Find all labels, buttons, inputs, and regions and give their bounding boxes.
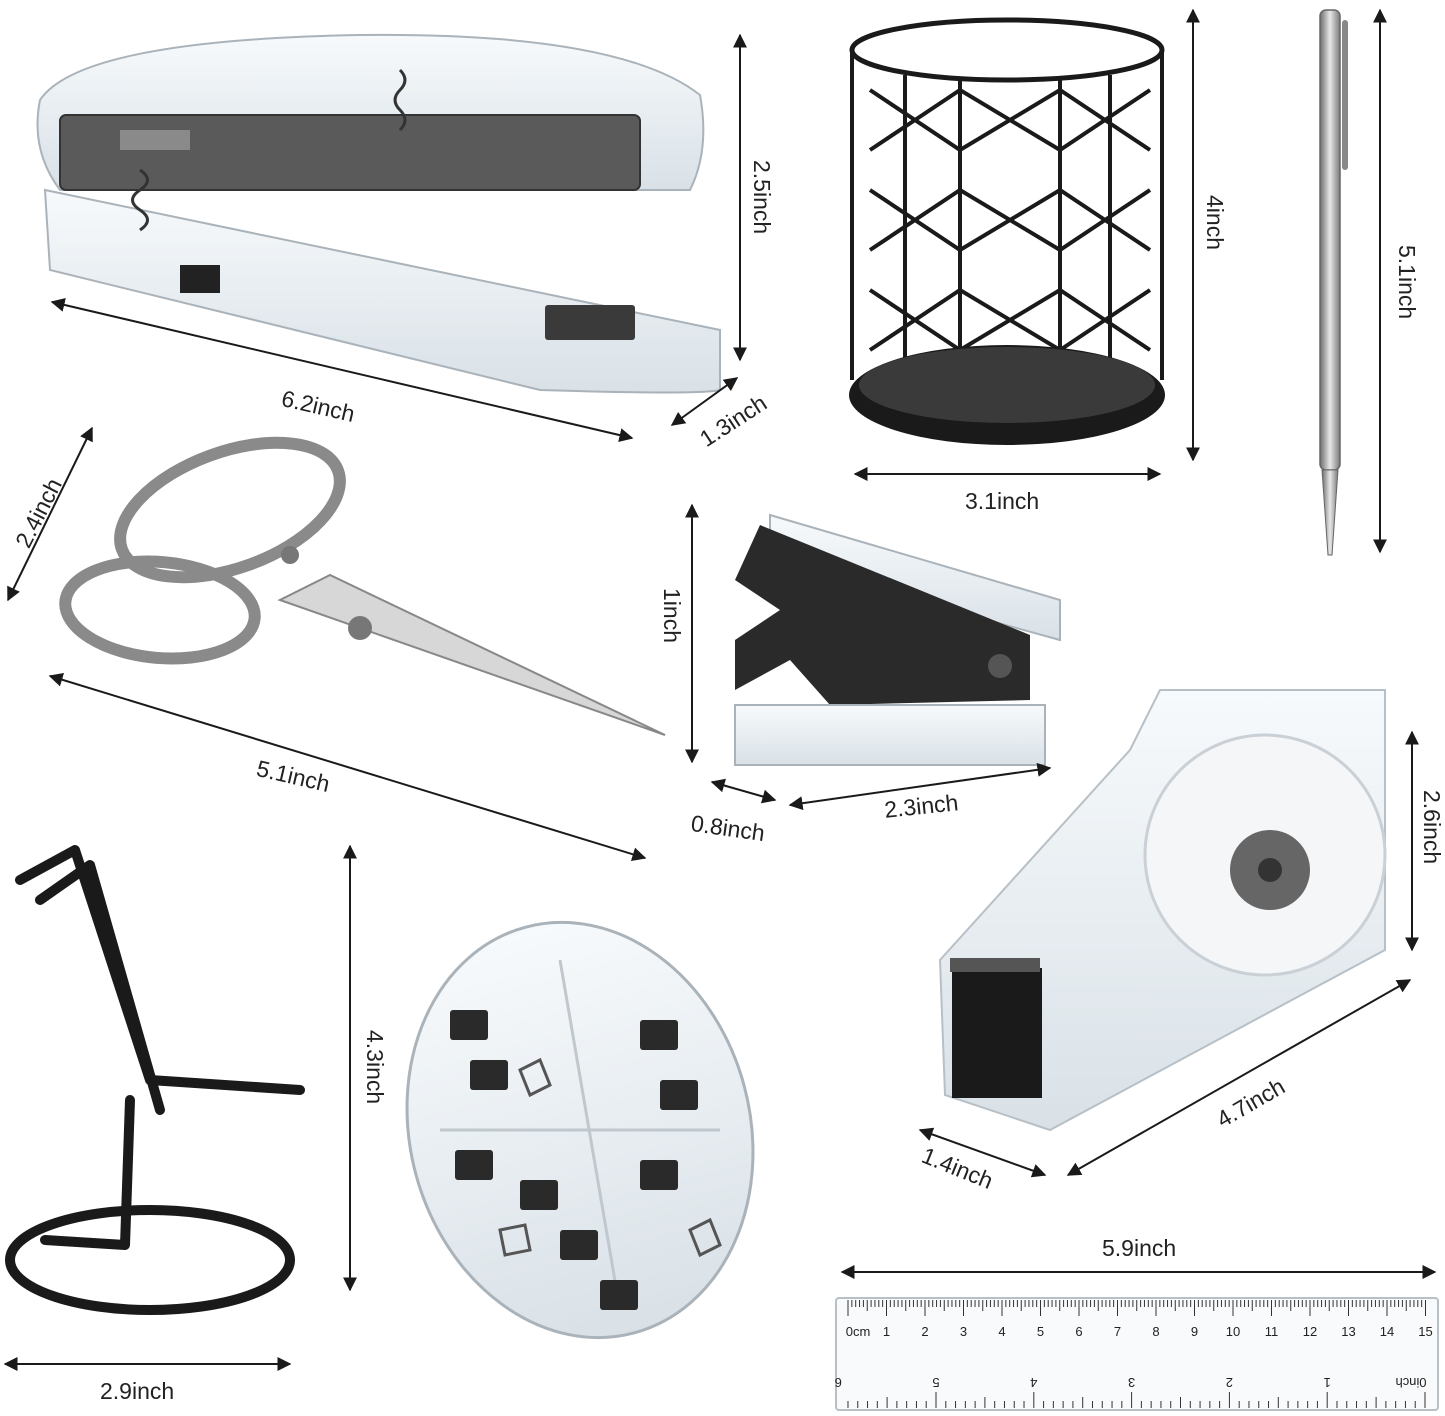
ruler-cm-number: 8 <box>1152 1324 1159 1339</box>
ruler-inch-number: 1 <box>1324 1375 1331 1390</box>
ruler-cm-number: 2 <box>921 1324 928 1339</box>
ruler-inch-number: 2 <box>1226 1375 1233 1390</box>
tape-dispenser-height-label: 2.6inch <box>1419 790 1445 865</box>
ruler-cm-number: 14 <box>1380 1324 1394 1339</box>
ruler-cm-number: 1 <box>883 1324 890 1339</box>
ruler-cm-number: 11 <box>1265 1324 1279 1339</box>
phone-stand-width-label: 2.9inch <box>100 1378 175 1404</box>
scissors-icon <box>59 436 666 736</box>
phone-stand-icon <box>5 845 305 1315</box>
stapler-height-label: 2.5inch <box>749 160 775 235</box>
ruler-cm-number: 7 <box>1114 1324 1121 1339</box>
ruler-inch-number: 4 <box>1030 1375 1037 1390</box>
ruler-cm-number: 9 <box>1191 1324 1198 1339</box>
phone-stand-height-label: 4.3inch <box>362 1030 388 1105</box>
ruler-cm-number: 3 <box>960 1324 967 1339</box>
ruler-cm-number: 4 <box>998 1324 1005 1339</box>
ruler-cm-number: 12 <box>1303 1324 1317 1339</box>
ruler-inch-number: 6 <box>835 1375 842 1390</box>
ruler-length-label: 5.9inch <box>1102 1235 1177 1261</box>
pen-length-label: 5.1inch <box>1394 245 1420 320</box>
staple-remover-icon <box>734 513 1061 766</box>
ruler-cm-label: 0cm <box>846 1324 871 1339</box>
staple-remover-height-label: 1inch <box>659 588 685 643</box>
tape-dispenser-icon <box>938 689 1387 1132</box>
pen-holder-width-label: 3.1inch <box>965 488 1040 514</box>
ruler-cm-number: 15 <box>1418 1324 1432 1339</box>
ruler-inch-number: 5 <box>932 1375 939 1390</box>
ruler-inch-number: 3 <box>1128 1375 1135 1390</box>
pen-holder-icon <box>849 17 1165 445</box>
ruler-cm-number: 10 <box>1226 1324 1240 1339</box>
stapler-icon <box>36 33 721 394</box>
ruler-cm-number: 5 <box>1037 1324 1044 1339</box>
ruler-cm-number: 13 <box>1341 1324 1355 1339</box>
pen-icon <box>1319 9 1348 556</box>
pen-holder-height-label: 4inch <box>1202 195 1228 250</box>
ruler-inch-label: 0inch <box>1395 1375 1426 1390</box>
ruler-cm-number: 6 <box>1075 1324 1082 1339</box>
clip-box-icon <box>405 920 755 1340</box>
